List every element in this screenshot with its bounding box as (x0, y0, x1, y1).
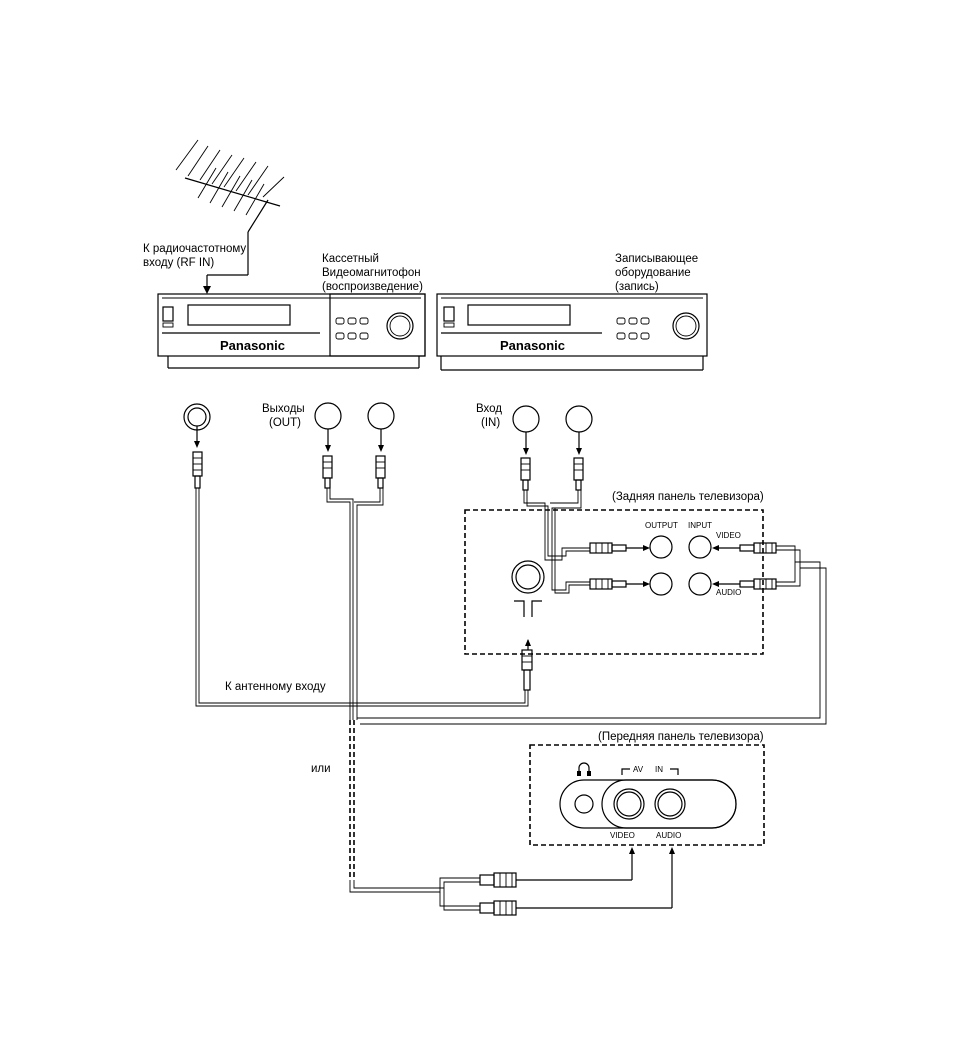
vcr-rec-label-2: оборудование (615, 267, 691, 279)
vcr-rec-brand: Panasonic (500, 338, 565, 353)
out-jack-video (315, 403, 341, 452)
front-video-label: VIDEO (610, 831, 635, 840)
front-panel-connectors (560, 769, 736, 828)
tv-front-panel-label: (Передняя панель телевизора) (598, 731, 764, 743)
front-plugs (480, 847, 675, 915)
or-cables (350, 720, 480, 910)
vcr-play-brand: Panasonic (220, 338, 285, 353)
antenna-input-label: К антенному входу (225, 681, 326, 693)
rca-plugs-top (193, 452, 583, 490)
av-label: AV (633, 765, 644, 774)
out-cables (327, 488, 383, 720)
rf-in-label-2: входу (RF IN) (143, 257, 214, 269)
vcr-rec-label-1: Записывающее (615, 253, 698, 265)
rf-out-jack (184, 404, 210, 448)
tv-rear-panel-label: (Задняя панель телевизора) (612, 491, 764, 503)
rear-plugs-right (712, 543, 776, 589)
input-label-1: Вход (476, 403, 502, 415)
vcr-play-label-1: Кассетный (322, 253, 379, 265)
antenna-cable (196, 488, 532, 706)
in-jack-video (513, 406, 539, 455)
vcr-rec-label-3: (запись) (615, 281, 659, 293)
front-audio-label: AUDIO (656, 831, 681, 840)
outputs-label-2: (OUT) (269, 417, 301, 429)
rear-antenna-socket (512, 561, 544, 650)
or-label: или (311, 763, 331, 775)
tv-front-panel (530, 745, 764, 845)
vcr-play-label-2: Видеомагнитофон (322, 267, 421, 279)
rear-audio-label: AUDIO (716, 588, 741, 597)
output-label: OUTPUT (645, 521, 678, 530)
vcr-recording: Panasonic (437, 294, 707, 370)
headphone-icon (577, 763, 591, 776)
input-label-2: (IN) (481, 417, 500, 429)
out-jack-audio (368, 403, 394, 452)
vcr-play-label-3: (воспроизведение) (322, 281, 423, 293)
in-jack-audio (566, 406, 592, 455)
input-label: INPUT (688, 521, 712, 530)
antenna-icon (176, 140, 284, 294)
vcr-playback: Panasonic (158, 294, 425, 368)
rear-right-cables (357, 546, 826, 724)
rear-plugs-left (590, 543, 650, 589)
in-label: IN (655, 765, 663, 774)
rear-video-label: VIDEO (716, 531, 741, 540)
rf-in-label-1: К радиочастотному (143, 243, 246, 255)
outputs-label-1: Выходы (262, 403, 305, 415)
rear-jacks (650, 536, 711, 595)
